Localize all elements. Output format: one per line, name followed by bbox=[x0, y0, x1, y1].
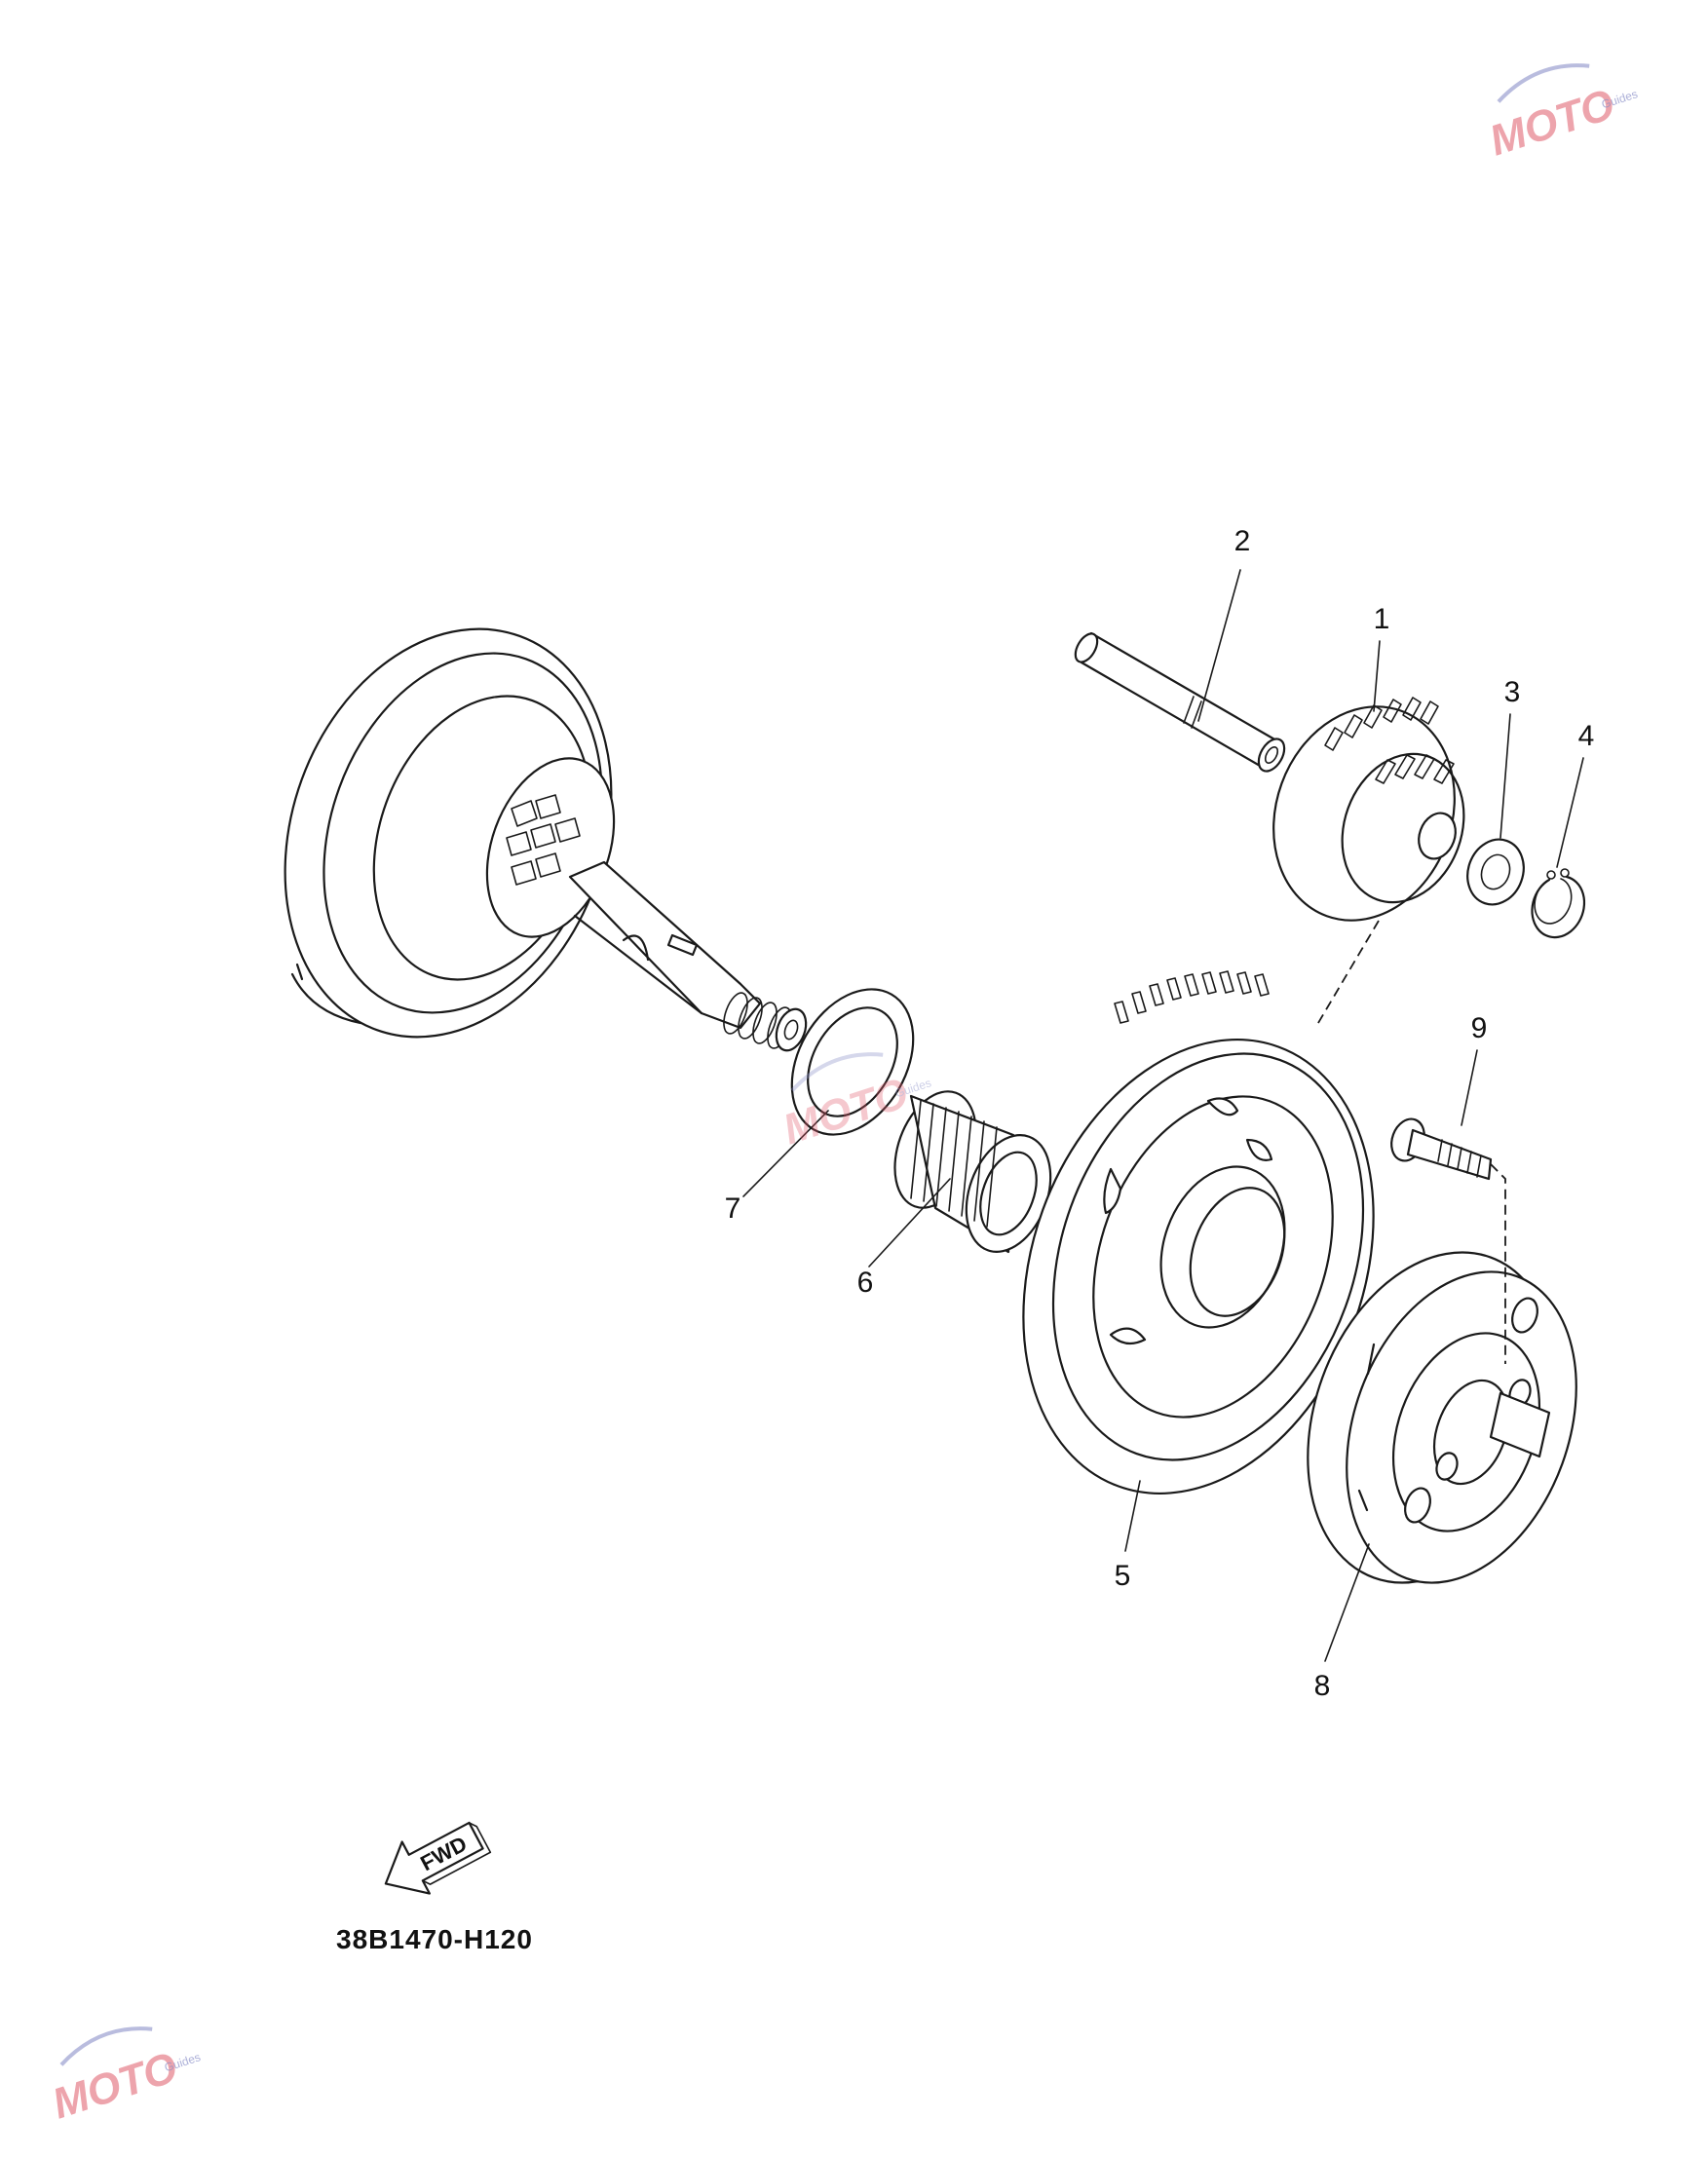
part-3-washer bbox=[1466, 838, 1525, 906]
callout-1: 1 bbox=[1374, 603, 1390, 635]
part-1-idler-gear bbox=[1272, 697, 1465, 922]
part-5-starter-wheel-gear bbox=[1022, 970, 1375, 1495]
callout-7: 7 bbox=[725, 1192, 741, 1225]
callout-5: 5 bbox=[1115, 1560, 1131, 1592]
part-callouts: 2 1 3 4 9 7 6 5 8 bbox=[725, 525, 1595, 1702]
callout-3: 3 bbox=[1504, 676, 1521, 708]
part-6-needle-bearing bbox=[893, 1090, 1052, 1254]
callout-6: 6 bbox=[857, 1267, 874, 1299]
callout-2: 2 bbox=[1234, 525, 1251, 557]
watermark-bottom-left: MOTO Guides bbox=[47, 2026, 203, 2129]
crankshaft-housing-assembly bbox=[284, 627, 808, 1052]
callout-4: 4 bbox=[1578, 720, 1595, 752]
callout-9: 9 bbox=[1471, 1012, 1488, 1044]
part-4-circlip bbox=[1531, 868, 1586, 939]
part-7-washer bbox=[790, 988, 915, 1136]
part-9-bolt bbox=[1390, 1117, 1493, 1181]
part-2-shaft bbox=[1074, 631, 1286, 773]
callout-8: 8 bbox=[1314, 1670, 1331, 1702]
part-8-one-way-clutch bbox=[1307, 1251, 1577, 1584]
leader-lines bbox=[742, 569, 1584, 1662]
watermark-top-right: MOTO Guides bbox=[1484, 63, 1640, 166]
diagram-code: 38B1470-H120 bbox=[336, 1924, 533, 1954]
watermark-brand: MOTO bbox=[1484, 80, 1620, 165]
fwd-arrow: FWD bbox=[384, 1821, 492, 1895]
watermark-brand-2: MOTO bbox=[47, 2043, 183, 2128]
